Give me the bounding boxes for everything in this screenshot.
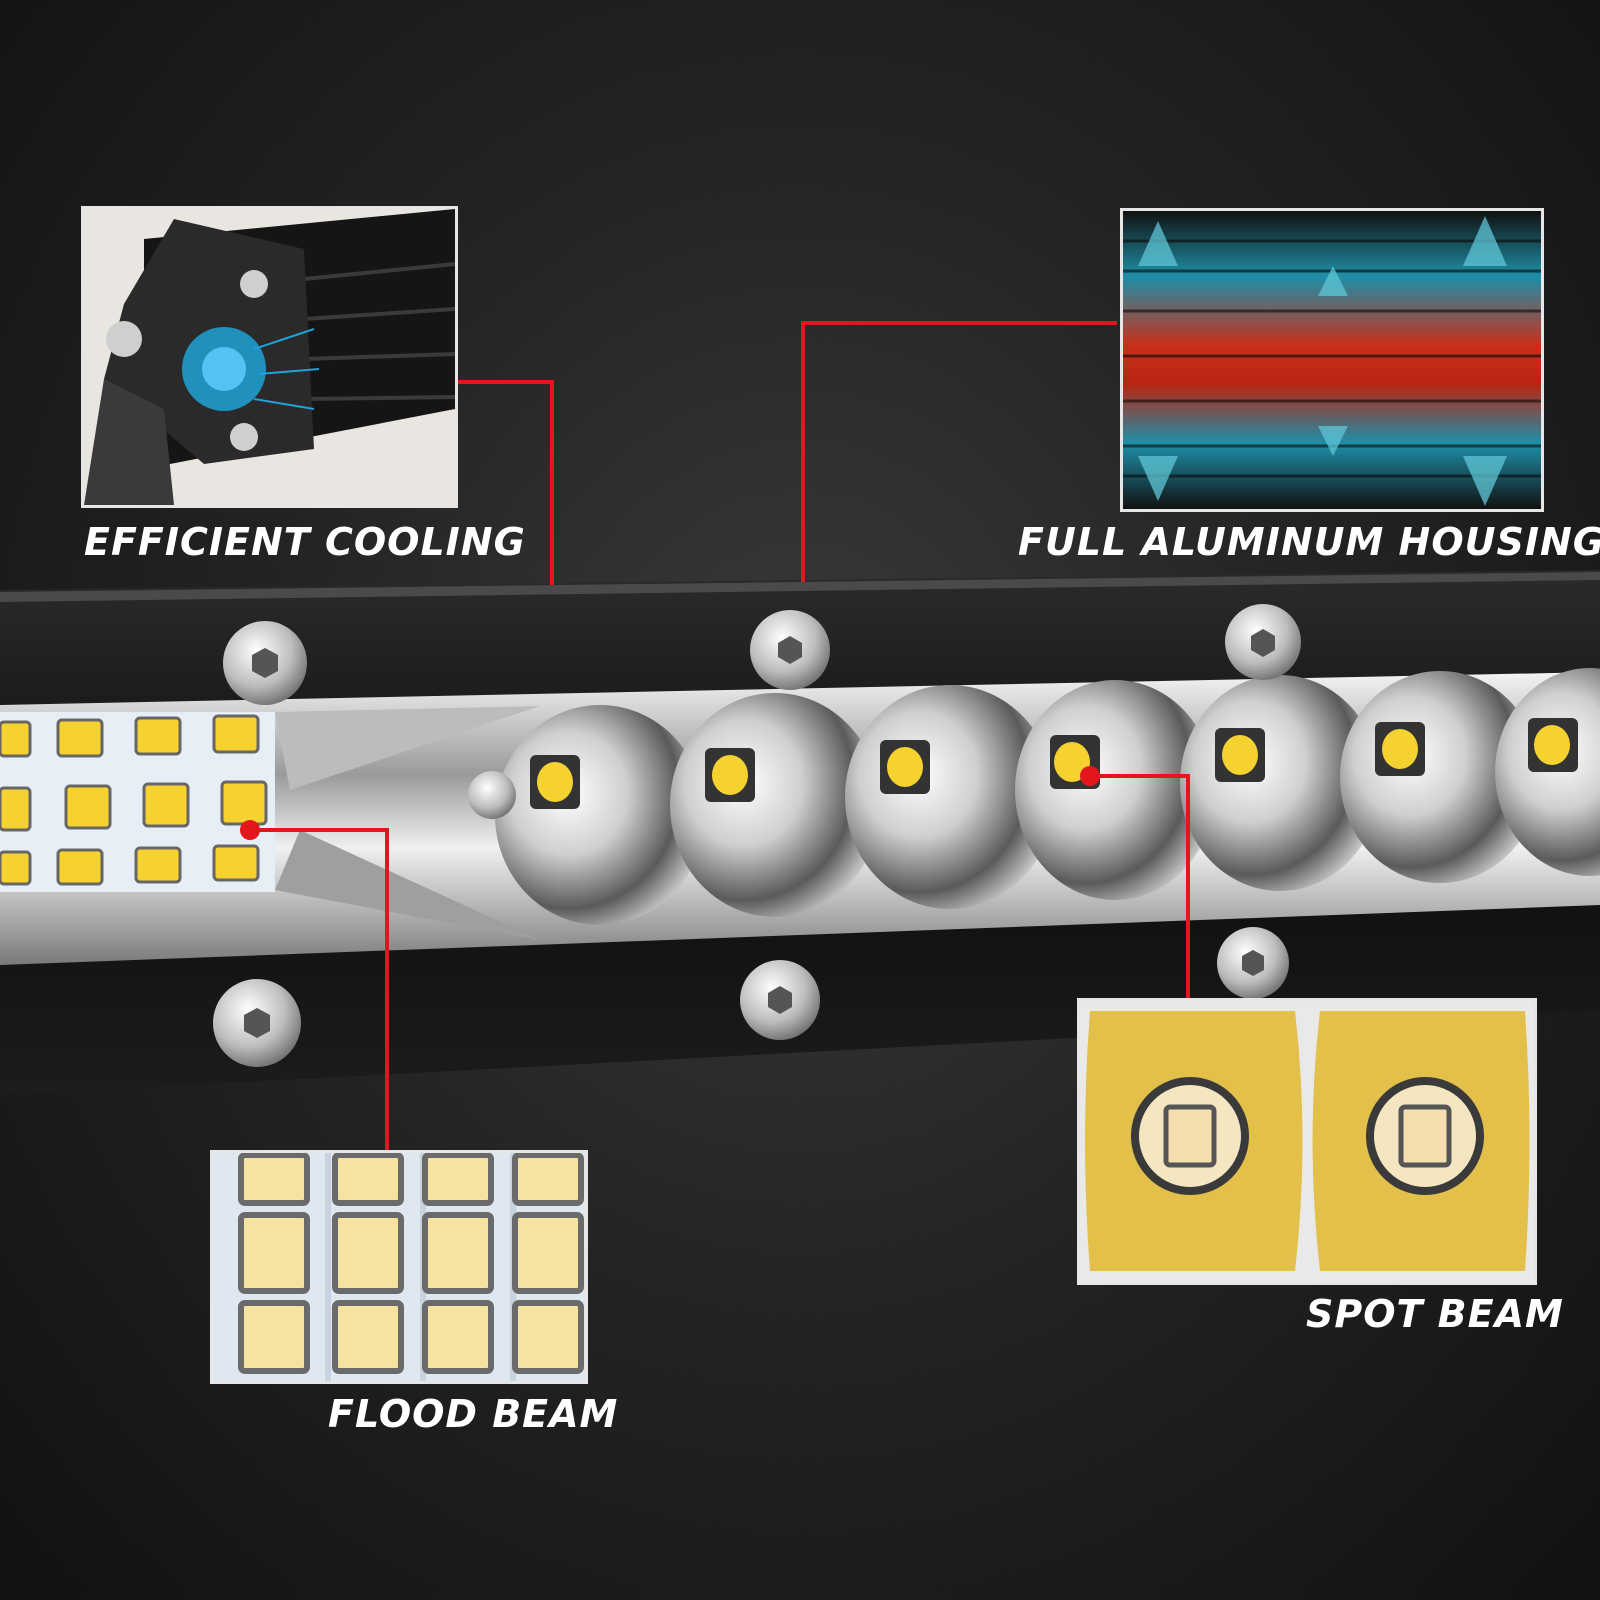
spot-reflector-cups: [495, 668, 1600, 925]
callout-line-housing: [801, 321, 1117, 582]
flood-led-section: [0, 706, 540, 940]
inset-full-aluminum-housing: [1120, 208, 1544, 512]
callout-line-cooling: [458, 380, 554, 585]
label-efficient-cooling: EFFICIENT COOLING: [84, 520, 526, 564]
callout-line-flood: [250, 828, 389, 1150]
callout-dot-spot: [1080, 766, 1100, 786]
inset-efficient-cooling: [81, 206, 458, 508]
inset-flood-beam: [210, 1150, 588, 1384]
mounting-bolts: [213, 604, 1301, 1067]
label-full-aluminum-housing: FULL ALUMINUM HOUSING: [1018, 520, 1600, 564]
inset-spot-beam: [1077, 998, 1537, 1285]
reflector-bolt: [468, 771, 516, 819]
callout-dot-flood: [240, 820, 260, 840]
label-spot-beam: SPOT BEAM: [1306, 1292, 1564, 1336]
callout-lines: [250, 321, 1190, 1150]
callout-line-spot: [1090, 774, 1190, 998]
label-flood-beam: FLOOD BEAM: [328, 1392, 619, 1436]
